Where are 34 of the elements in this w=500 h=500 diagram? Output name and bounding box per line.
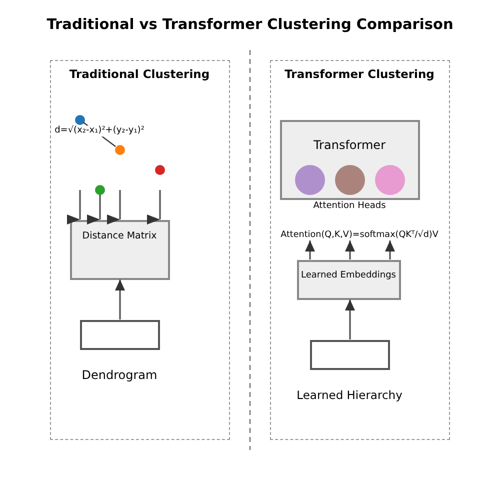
- attention-head-circle: [374, 164, 404, 194]
- arrow: [107, 190, 121, 224]
- node-label: Learned Embeddings: [301, 270, 396, 282]
- arrow: [87, 194, 101, 224]
- edge-label: d=√(x₂-x₁)²+(y₂-y₁)²: [54, 126, 146, 136]
- empty-box: [80, 320, 160, 350]
- data-point: [114, 144, 124, 154]
- panel-title: Transformer Clustering: [284, 68, 434, 82]
- node-label: Distance Matrix: [82, 230, 157, 242]
- formula-text: Attention(Q,K,V)=softmax(QKᵀ/√d)V: [271, 228, 448, 240]
- process-box: [296, 260, 400, 300]
- empty-box: [310, 340, 390, 370]
- arrow: [115, 280, 125, 320]
- process-box: [280, 120, 420, 200]
- panel-title: Traditional Clustering: [69, 68, 210, 82]
- arrow: [67, 190, 81, 224]
- arrow: [385, 240, 395, 260]
- attention-head-circle: [334, 164, 364, 194]
- arrow: [345, 300, 355, 340]
- data-point: [154, 164, 164, 174]
- arrow: [305, 240, 315, 260]
- diagram-title: Traditional vs Transformer Clustering Comparison: [46, 17, 454, 33]
- node-label: Transformer: [314, 137, 386, 152]
- data-point: [94, 184, 104, 194]
- attention-head-circle: [294, 164, 324, 194]
- arrow: [345, 240, 355, 260]
- dashed-panel: [50, 60, 230, 440]
- node-caption: Dendrogram: [82, 368, 158, 382]
- data-point: [74, 114, 84, 124]
- dashed-panel: [270, 60, 450, 440]
- node-caption: Learned Hierarchy: [296, 388, 402, 402]
- arrow: [147, 190, 161, 224]
- process-box: [70, 220, 170, 280]
- node-caption: Attention Heads: [313, 201, 386, 212]
